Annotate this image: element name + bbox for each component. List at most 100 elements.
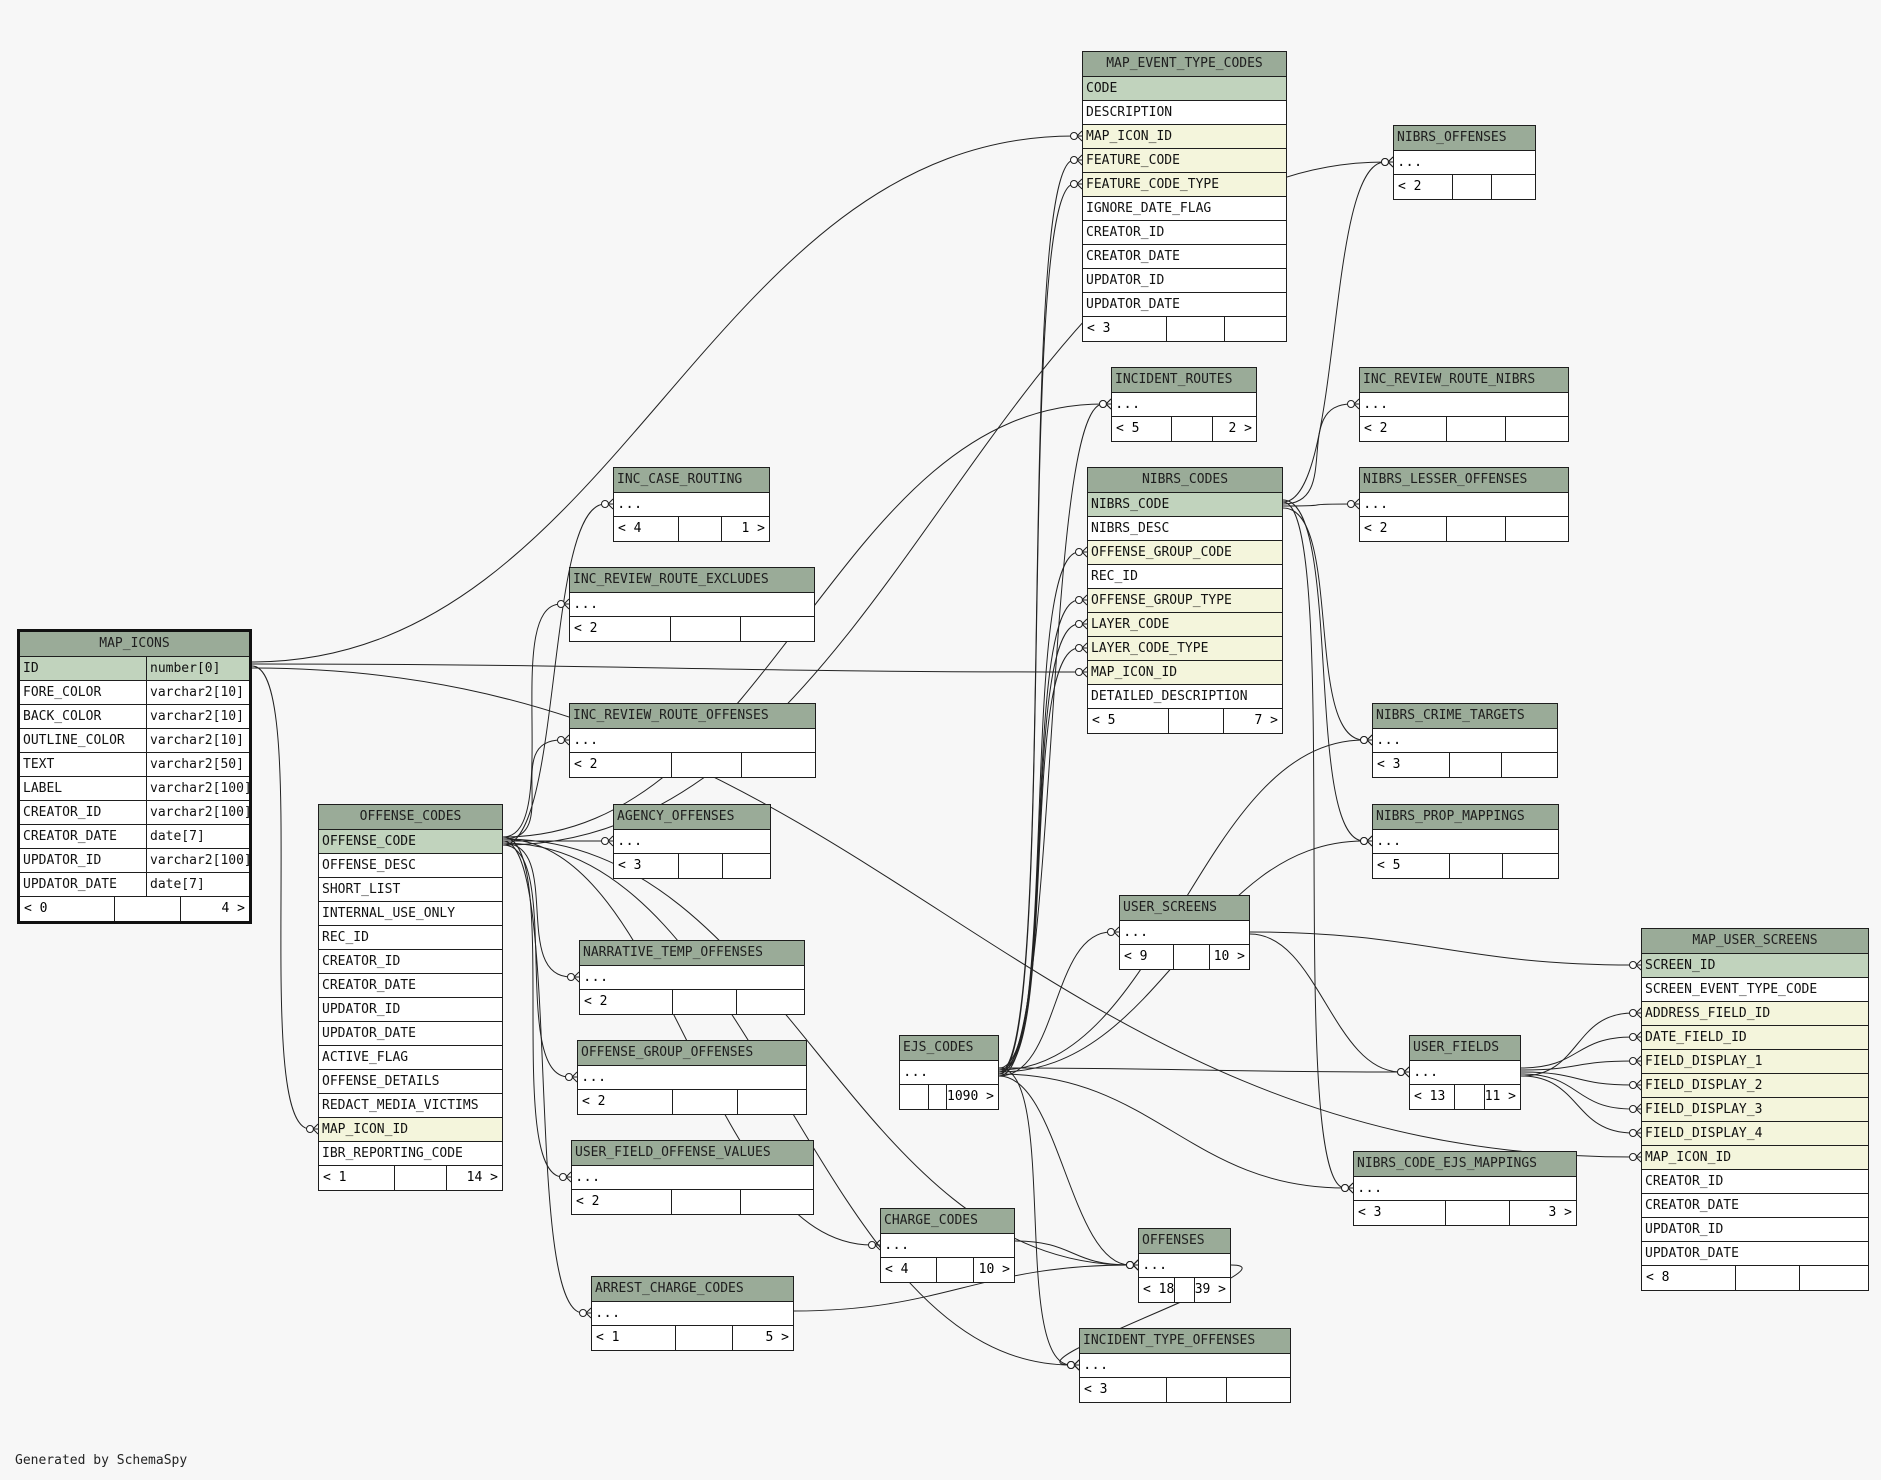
parent-count[interactable]: < 2 <box>1364 521 1388 536</box>
column-row[interactable]: DESCRIPTION <box>1083 101 1286 125</box>
table-inc-review-route-offenses[interactable]: INC_REVIEW_ROUTE_OFFENSES...< 2 <box>569 703 816 778</box>
collapsed-columns[interactable]: ... <box>570 593 814 617</box>
table-header[interactable]: USER_FIELD_OFFENSE_VALUES <box>572 1141 813 1166</box>
table-header[interactable]: MAP_EVENT_TYPE_CODES <box>1083 52 1286 77</box>
table-header[interactable]: AGENCY_OFFENSES <box>614 805 770 830</box>
child-count[interactable]: 4 > <box>221 901 245 916</box>
table-header[interactable]: OFFENSE_CODES <box>319 805 502 830</box>
column-row[interactable]: CREATOR_DATE <box>1642 1194 1868 1218</box>
parent-count[interactable]: < 9 <box>1124 949 1148 964</box>
parent-count[interactable]: < 5 <box>1377 858 1401 873</box>
column-row[interactable]: UPDATOR_ID <box>1083 269 1286 293</box>
column-row[interactable]: FIELD_DISPLAY_4 <box>1642 1122 1868 1146</box>
collapsed-columns[interactable]: ... <box>1360 493 1568 517</box>
table-header[interactable]: ARREST_CHARGE_CODES <box>592 1277 793 1302</box>
collapsed-columns[interactable]: ... <box>1394 151 1535 175</box>
table-nibrs-lesser-offenses[interactable]: NIBRS_LESSER_OFFENSES...< 2 <box>1359 467 1569 542</box>
table-header[interactable]: INC_REVIEW_ROUTE_EXCLUDES <box>570 568 814 593</box>
column-row[interactable]: UPDATOR_ID <box>1642 1218 1868 1242</box>
child-count[interactable]: 7 > <box>1254 713 1279 728</box>
column-row[interactable]: UPDATOR_ID <box>319 998 502 1022</box>
parent-count[interactable]: < 1 <box>323 1170 347 1185</box>
column-row[interactable]: OFFENSE_DETAILS <box>319 1070 502 1094</box>
parent-count[interactable]: < 2 <box>574 757 598 772</box>
collapsed-columns[interactable]: ... <box>1120 921 1249 945</box>
column-row[interactable]: FIELD_DISPLAY_2 <box>1642 1074 1868 1098</box>
column-row[interactable]: UPDATOR_DATE <box>1642 1242 1868 1266</box>
column-row[interactable]: MAP_ICON_ID <box>1642 1146 1868 1170</box>
column-row[interactable]: SCREEN_ID <box>1642 954 1868 978</box>
table-header[interactable]: INCIDENT_TYPE_OFFENSES <box>1080 1329 1290 1354</box>
collapsed-columns[interactable]: ... <box>580 966 804 990</box>
table-header[interactable]: NIBRS_CRIME_TARGETS <box>1373 704 1557 729</box>
child-count[interactable]: 10 > <box>978 1262 1010 1277</box>
child-count[interactable] <box>742 753 815 777</box>
table-header[interactable]: NIBRS_OFFENSES <box>1394 126 1535 151</box>
table-user-field-offense-values[interactable]: USER_FIELD_OFFENSE_VALUES...< 2 <box>571 1140 814 1215</box>
column-row[interactable]: OFFENSE_DESC <box>319 854 502 878</box>
table-header[interactable]: NIBRS_CODE_EJS_MAPPINGS <box>1354 1152 1576 1177</box>
parent-count[interactable]: < 3 <box>1358 1205 1382 1220</box>
parent-count[interactable]: < 3 <box>1087 321 1111 336</box>
column-row[interactable]: CREATOR_ID <box>1642 1170 1868 1194</box>
child-count[interactable]: 2 > <box>1228 421 1252 436</box>
child-count[interactable] <box>1506 517 1568 541</box>
column-row[interactable]: LAYER_CODE_TYPE <box>1088 637 1282 661</box>
table-nibrs-crime-targets[interactable]: NIBRS_CRIME_TARGETS... < 3 <box>1372 703 1558 778</box>
child-count[interactable] <box>741 1190 813 1214</box>
table-header[interactable]: INC_CASE_ROUTING <box>614 468 769 493</box>
table-header[interactable]: USER_FIELDS <box>1410 1036 1520 1061</box>
table-ejs-codes[interactable]: EJS_CODES...1090 > <box>899 1035 999 1110</box>
collapsed-columns[interactable]: ... <box>1360 393 1568 417</box>
column-row[interactable]: UPDATOR_DATE <box>1083 293 1286 317</box>
parent-count[interactable]: < 1 <box>596 1330 620 1345</box>
column-row[interactable]: FEATURE_CODE_TYPE <box>1083 173 1286 197</box>
column-row[interactable]: ACTIVE_FLAG <box>319 1046 502 1070</box>
column-row[interactable]: FEATURE_CODE <box>1083 149 1286 173</box>
table-header[interactable]: CHARGE_CODES <box>881 1209 1014 1234</box>
parent-count[interactable]: < 4 <box>885 1262 909 1277</box>
column-row[interactable]: ADDRESS_FIELD_ID <box>1642 1002 1868 1026</box>
column-row[interactable]: CODE <box>1083 77 1286 101</box>
column-row[interactable]: OFFENSE_CODE <box>319 830 502 854</box>
table-nibrs-offenses[interactable]: NIBRS_OFFENSES...< 2 <box>1393 125 1536 200</box>
parent-count[interactable]: < 3 <box>1377 757 1401 772</box>
parent-count[interactable]: < 3 <box>1084 1382 1108 1397</box>
table-header[interactable]: NIBRS_CODES <box>1088 468 1282 493</box>
child-count[interactable] <box>1492 175 1535 199</box>
table-narrative-temp-offenses[interactable]: NARRATIVE_TEMP_OFFENSES...< 2 <box>579 940 805 1015</box>
table-header[interactable]: MAP_ICONS <box>20 632 249 657</box>
child-count[interactable] <box>1800 1266 1868 1290</box>
child-count[interactable]: 3 > <box>1548 1205 1573 1220</box>
child-count[interactable]: 1090 > <box>947 1089 994 1104</box>
collapsed-columns[interactable]: ... <box>1373 729 1557 753</box>
parent-count[interactable]: < 8 <box>1646 1270 1670 1285</box>
table-offense-group-offenses[interactable]: OFFENSE_GROUP_OFFENSES...< 2 <box>577 1040 807 1115</box>
parent-count[interactable]: < 13 <box>1414 1089 1446 1104</box>
table-header[interactable]: USER_SCREENS <box>1120 896 1249 921</box>
column-row[interactable]: OFFENSE_GROUP_CODE <box>1088 541 1282 565</box>
table-nibrs-prop-mappings[interactable]: NIBRS_PROP_MAPPINGS...< 5 <box>1372 804 1559 879</box>
column-row[interactable]: SHORT_LIST <box>319 878 502 902</box>
column-row[interactable]: OFFENSE_GROUP_TYPE <box>1088 589 1282 613</box>
parent-count[interactable]: < 0 <box>24 901 48 916</box>
table-nibrs-code-ejs-mappings[interactable]: NIBRS_CODE_EJS_MAPPINGS... < 3 3 > <box>1353 1151 1577 1226</box>
column-row[interactable]: MAP_ICON_ID <box>319 1118 502 1142</box>
child-count[interactable] <box>738 1090 806 1114</box>
child-count[interactable] <box>1506 417 1568 441</box>
collapsed-columns[interactable]: ... <box>1354 1177 1576 1201</box>
column-row[interactable]: CREATOR_DATE <box>319 974 502 998</box>
table-agency-offenses[interactable]: AGENCY_OFFENSES...< 3 <box>613 804 771 879</box>
parent-count[interactable]: < 2 <box>1364 421 1388 436</box>
table-header[interactable]: INC_REVIEW_ROUTE_NIBRS <box>1360 368 1568 393</box>
child-count[interactable] <box>737 990 804 1014</box>
column-row[interactable]: SCREEN_EVENT_TYPE_CODE <box>1642 978 1868 1002</box>
child-count[interactable] <box>1227 1378 1290 1402</box>
column-row[interactable]: DETAILED_DESCRIPTION <box>1088 685 1282 709</box>
table-header[interactable]: INC_REVIEW_ROUTE_OFFENSES <box>570 704 815 729</box>
